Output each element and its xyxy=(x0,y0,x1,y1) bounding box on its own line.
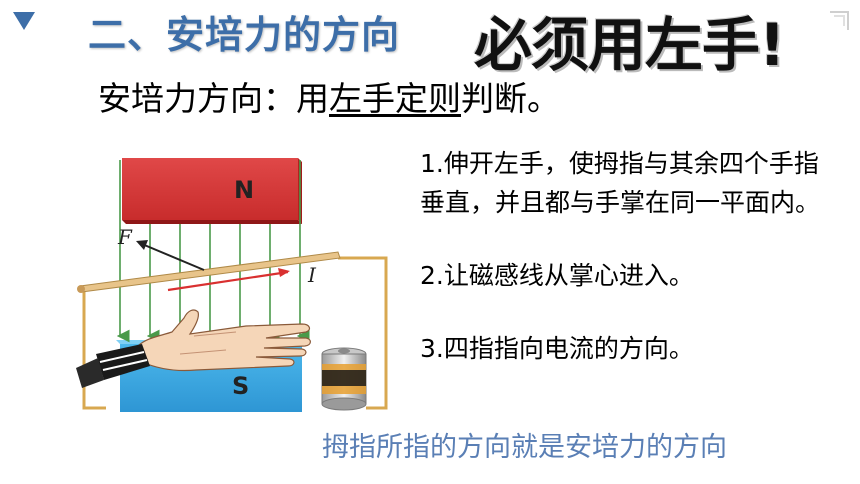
north-label: N xyxy=(234,176,254,204)
step-item: 2.让磁感线从掌心进入。 xyxy=(420,261,694,290)
current-label: I xyxy=(307,263,317,287)
north-pole-magnet: N xyxy=(122,158,302,224)
page-title: 二、安培力的方向 xyxy=(88,13,401,57)
triangle-bullet-icon xyxy=(13,12,35,30)
subtitle-prefix: 安培力方向：用 xyxy=(98,79,329,118)
south-label: S xyxy=(232,372,249,400)
left-hand-illustration xyxy=(137,309,311,372)
force-label: F xyxy=(117,225,133,249)
step-item: 1.伸开左手，使拇指与其余四个手指垂直，并且都与手掌在同一平面内。 xyxy=(420,149,821,217)
force-arrow xyxy=(136,240,205,271)
circuit-wire xyxy=(82,256,388,410)
conductor-rod xyxy=(77,251,341,293)
highlight-title: 必须用左手! xyxy=(474,11,785,79)
current-arrow xyxy=(167,268,290,292)
steps-list: 1.伸开左手，使拇指与其余四个手指垂直，并且都与手掌在同一平面内。 2.让磁感线… xyxy=(420,144,840,368)
subtitle-suffix: 判断。 xyxy=(461,79,560,118)
left-hand-rule-diagram: N S I F xyxy=(76,158,388,412)
step-item: 3.四指指向电流的方向。 xyxy=(420,334,694,363)
conclusion-text: 拇指所指的方向就是安培力的方向 xyxy=(322,432,727,463)
subtitle-underlined: 左手定则 xyxy=(329,79,461,118)
corner-decoration-icon xyxy=(830,11,849,30)
battery-icon xyxy=(321,347,367,411)
subtitle: 安培力方向：用左手定则判断。 xyxy=(98,72,560,120)
sleeve-cuff xyxy=(76,344,150,388)
